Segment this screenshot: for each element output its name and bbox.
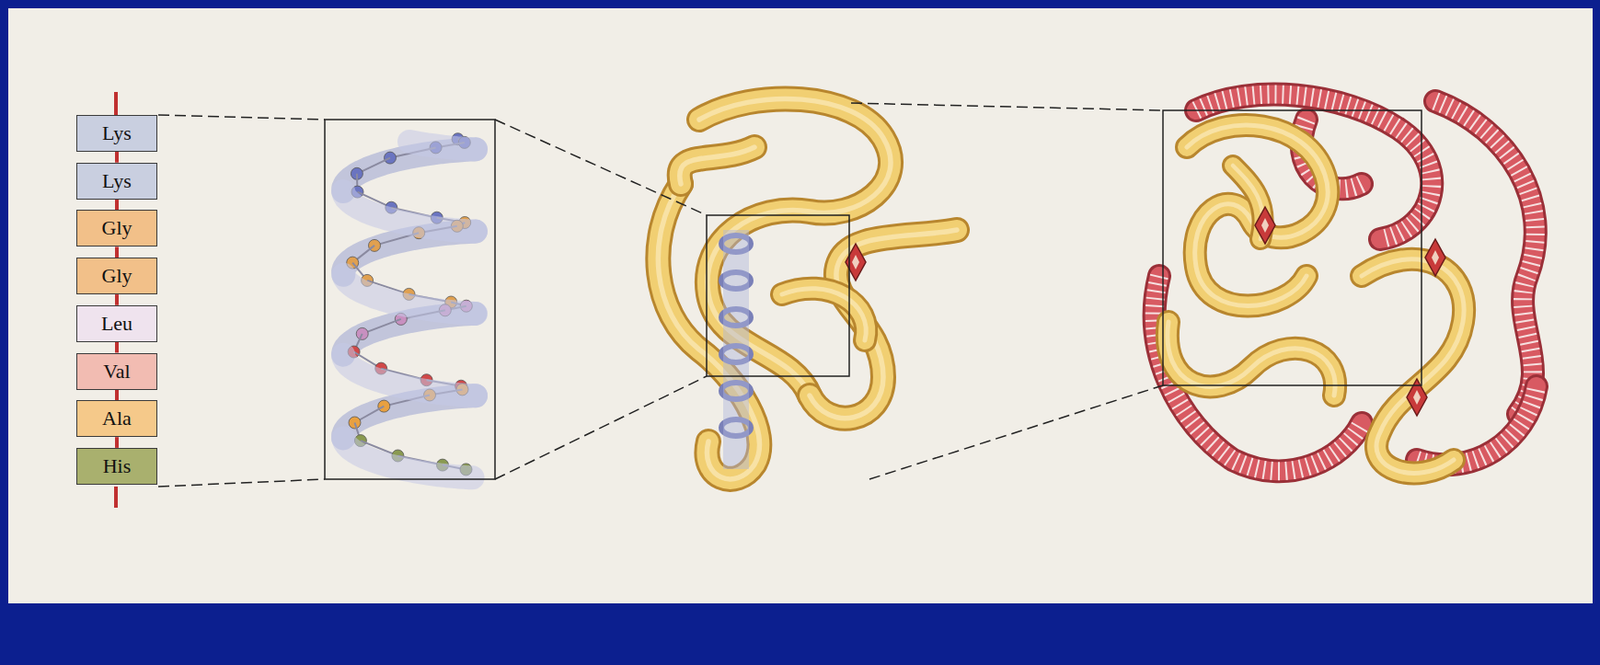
- amino-acid-label: Leu: [101, 313, 133, 334]
- quaternary-structure: [1154, 94, 1537, 474]
- amino-acid-label: Val: [103, 361, 130, 382]
- tube-highlight: [809, 230, 957, 419]
- chain-tube: [809, 230, 957, 419]
- page-ground: [8, 8, 1593, 604]
- tube-highlight: [782, 288, 866, 341]
- chain-link: [115, 390, 119, 402]
- chain-tube: [1416, 386, 1537, 465]
- zoom-frame: [1162, 110, 1422, 386]
- heme-center: [851, 254, 860, 270]
- amino-acid-box: Val: [76, 353, 158, 391]
- chain-line: [114, 92, 118, 116]
- amino-acid-label: Gly: [102, 218, 133, 239]
- chain-tube: [1167, 322, 1336, 396]
- chain-tube: [1186, 125, 1328, 307]
- amino-acid-label: His: [103, 456, 132, 477]
- zoom-frame: [706, 215, 850, 377]
- amino-acid-label: Lys: [102, 171, 132, 192]
- chain-tube: [1186, 125, 1328, 307]
- amino-acid-box: His: [76, 448, 158, 485]
- amino-acid-box: Lys: [76, 162, 158, 200]
- heme-center: [1431, 250, 1439, 265]
- chain-tube: [782, 288, 866, 341]
- amino-acid-label: Gly: [102, 265, 133, 287]
- chain-link: [115, 199, 119, 211]
- chain-tube: [1361, 259, 1464, 474]
- amino-acid-box: Gly: [76, 257, 158, 295]
- chain-tube: [1416, 386, 1537, 465]
- helix-segment: [723, 230, 749, 470]
- zoom-leaders: [158, 103, 1163, 487]
- tube-highlight: [1186, 125, 1328, 307]
- chain-tube: [782, 288, 866, 341]
- heme-group: [1425, 239, 1446, 277]
- heme-center: [1261, 218, 1269, 233]
- tube-stripes: [1416, 386, 1537, 465]
- chain-line: [114, 486, 118, 508]
- amino-acid-box: Gly: [76, 209, 158, 247]
- chain-tube: [1167, 322, 1336, 396]
- amino-acid-label: Ala: [102, 408, 132, 429]
- amino-acid-box: Leu: [76, 305, 158, 343]
- alpha-helix: [343, 133, 476, 479]
- heme-group: [1406, 379, 1428, 416]
- amino-acid-label: Lys: [102, 123, 132, 144]
- chain-link: [115, 294, 119, 306]
- helix-ribbon: [343, 141, 476, 478]
- tertiary-structure: [657, 98, 957, 479]
- chain-tube: [679, 147, 755, 185]
- chain-link: [115, 437, 119, 449]
- chain-tube: [679, 147, 755, 185]
- amino-acid-box: Ala: [76, 400, 158, 438]
- heme-group: [1254, 207, 1276, 244]
- amino-acid-box: Lys: [76, 115, 158, 152]
- tube-highlight: [1361, 259, 1464, 474]
- tube-highlight: [679, 147, 755, 185]
- tube-highlight: [1167, 322, 1336, 396]
- chain-link: [115, 246, 119, 258]
- chain-tube: [1361, 259, 1464, 474]
- zoom-frame: [324, 119, 495, 480]
- heme-center: [1413, 390, 1421, 405]
- chain-tube: [809, 230, 957, 419]
- chain-link: [115, 151, 119, 163]
- chain-link: [115, 342, 119, 354]
